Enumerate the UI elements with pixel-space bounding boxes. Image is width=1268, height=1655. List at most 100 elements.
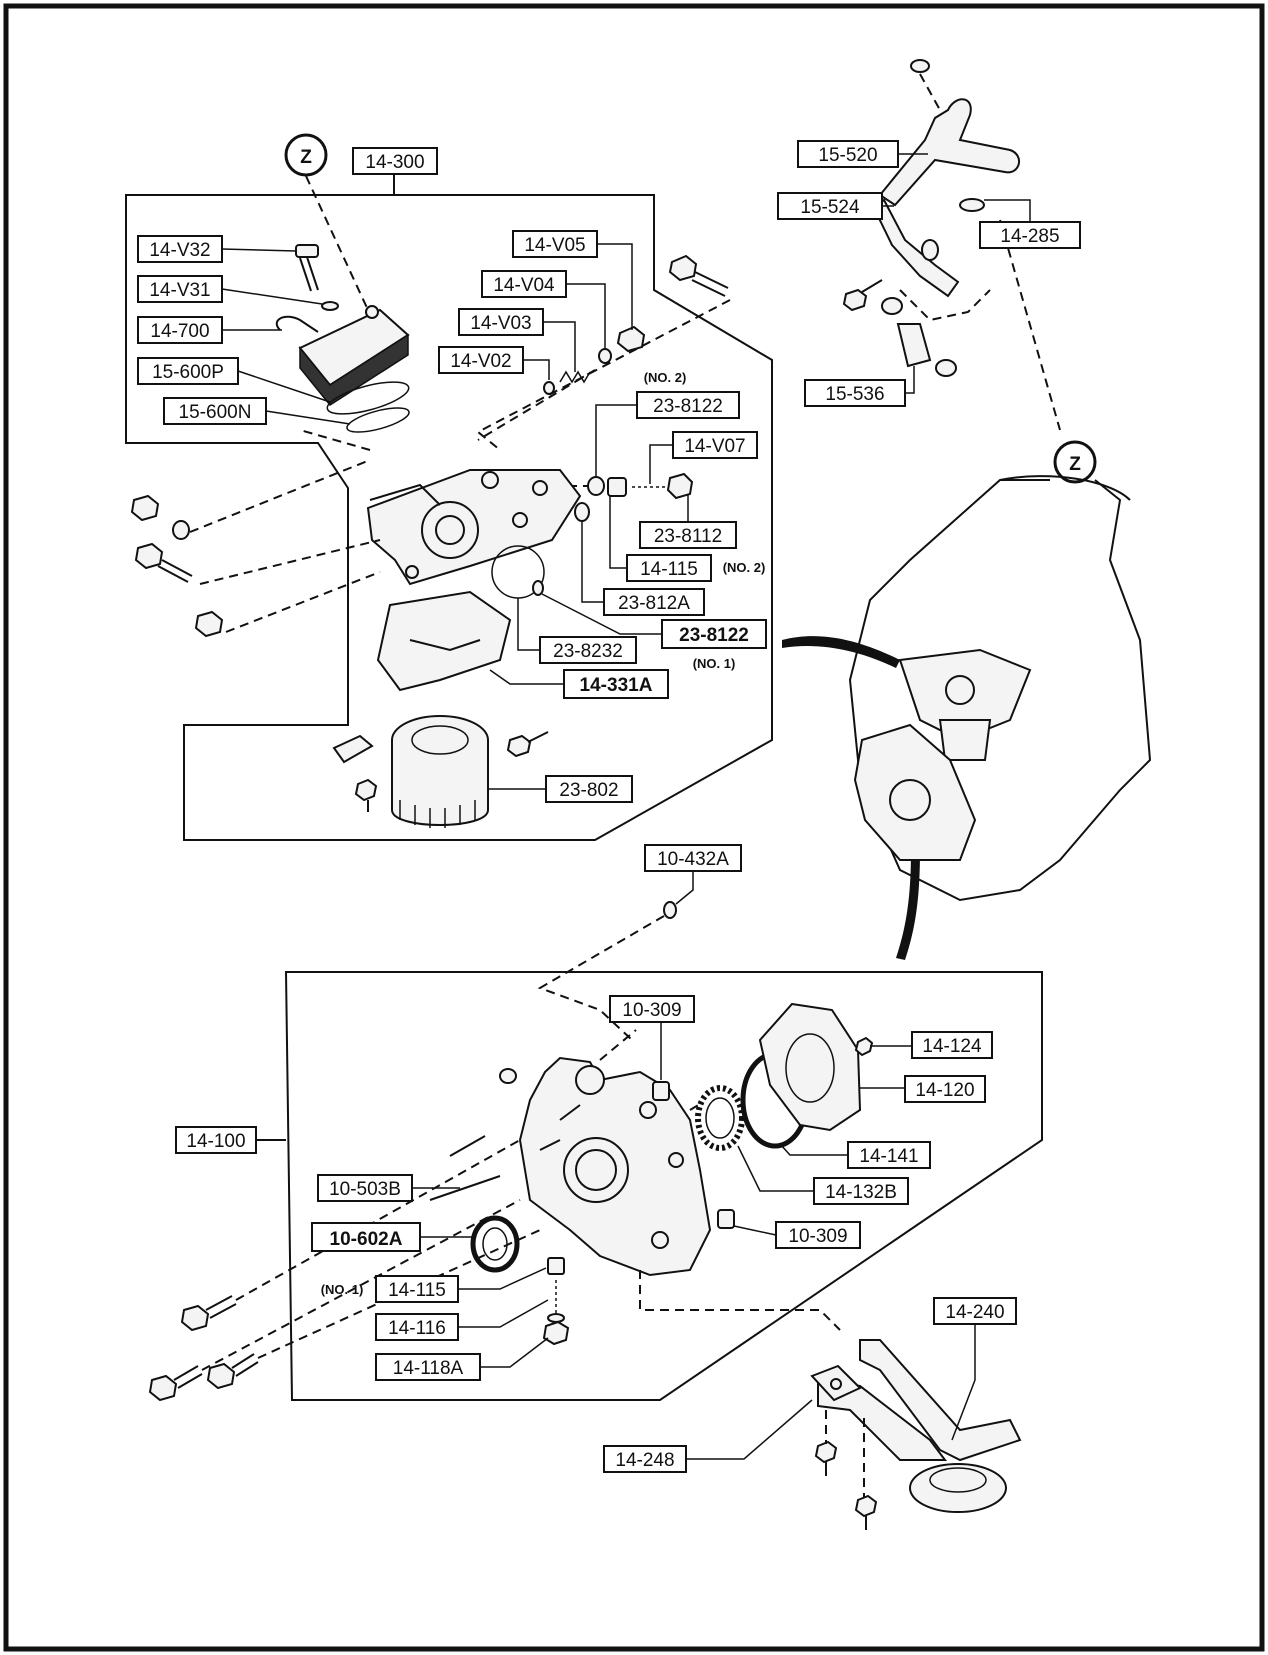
- label-14-115-top: 14-115: [609, 496, 712, 582]
- strainer-bolts: [814, 1440, 878, 1530]
- indicator-arrow-lower: [896, 850, 920, 960]
- group-outline-14-100: [284, 971, 1043, 1401]
- o-ring-15-600N: [346, 407, 410, 433]
- water-pipe-15-520: [878, 59, 1020, 207]
- label-14-240: 14-240: [933, 1297, 1017, 1441]
- o-ring-23-8122-no1: [532, 580, 544, 596]
- plug-14-118A: [542, 1313, 570, 1346]
- label-14-100-text: 14-100: [186, 1131, 245, 1152]
- label-14-115-top-text: 14-115: [640, 559, 698, 580]
- label-14-300: 14-300: [352, 147, 438, 175]
- label-14-V02-text: 14-V02: [450, 351, 511, 372]
- bolt-lower-left-2: [148, 1365, 203, 1402]
- label-14-141-text: 14-141: [859, 1146, 918, 1167]
- dash-hose: [899, 289, 991, 322]
- label-14-V04-text: 14-V04: [493, 275, 555, 296]
- label-14-331A-text: 14-331A: [580, 675, 653, 696]
- small-plug-left: [499, 1068, 517, 1084]
- oil-filter-23-802: [391, 715, 489, 828]
- gasket-14-285: [959, 198, 985, 212]
- oil-filter-housing: [366, 469, 582, 586]
- label-14-118A-text: 14-118A: [393, 1358, 464, 1379]
- label-14-V07-text: 14-V07: [684, 436, 745, 457]
- label-15-600N-text: 15-600N: [179, 402, 252, 423]
- o-ring-15-600P: [326, 381, 410, 415]
- label-14-V05: 14-V05: [512, 230, 633, 330]
- label-23-8232: 23-8232: [517, 598, 637, 664]
- label-23-8122-top: 23-8122: [595, 391, 740, 476]
- dash-bolt-to-housing: [476, 299, 731, 451]
- label-14-700: 14-700: [137, 316, 282, 344]
- engine-outline-top: [999, 475, 1131, 501]
- label-14-120: 14-120: [860, 1075, 986, 1103]
- label-10-432A-text: 10-432A: [657, 849, 729, 870]
- bolt-pipe: [842, 279, 883, 312]
- note-no2-top: (NO. 2): [644, 370, 687, 385]
- engine-installed-cover: [853, 723, 977, 861]
- label-14-285-text: 14-285: [1000, 226, 1059, 247]
- dash-10-432A: [537, 915, 665, 1041]
- label-23-8122-top-text: 23-8122: [653, 396, 723, 417]
- label-14-124: 14-124: [898, 1031, 993, 1059]
- group-outline-14-300: [125, 194, 773, 841]
- bolt-filter-side: [506, 731, 549, 758]
- dash-left-2: [199, 539, 381, 585]
- label-14-700-text: 14-700: [150, 321, 209, 342]
- z-marker-top: Z: [284, 133, 328, 177]
- bolt-lower-left-1: [180, 1295, 237, 1332]
- bolt-14-V32: [295, 244, 319, 292]
- label-14-V04: 14-V04: [481, 270, 606, 348]
- pipe-15-524: [872, 198, 960, 298]
- dowel-10-309-top: [652, 1081, 670, 1101]
- pump-plate-14-120: [758, 1002, 862, 1132]
- label-15-520: 15-520: [797, 140, 928, 168]
- label-14-V03-text: 14-V03: [470, 313, 531, 334]
- oil-strainer-14-240: [817, 1339, 1022, 1513]
- bracket-lower-left: [332, 734, 378, 812]
- label-14-331A: 14-331A: [489, 669, 669, 699]
- spring-14-V03: [559, 370, 591, 384]
- label-23-802: 23-802: [488, 775, 633, 803]
- bolt-upper-right: [668, 254, 729, 297]
- plug-23-8112: [666, 472, 694, 500]
- label-23-8112-text: 23-8112: [654, 526, 722, 547]
- label-14-V32-text: 14-V32: [149, 240, 210, 261]
- oil-seal-10-602A: [470, 1215, 520, 1273]
- label-23-8122-bottom: 23-8122: [541, 593, 767, 649]
- z-marker-top-text: Z: [300, 147, 312, 168]
- hose-15-536: [881, 297, 957, 377]
- note-no1-left: (NO. 1): [321, 1282, 364, 1297]
- screw-14-124: [854, 1036, 898, 1057]
- label-15-600P: 15-600P: [137, 357, 331, 403]
- label-14-132B-text: 14-132B: [825, 1182, 897, 1203]
- label-10-309-right: 10-309: [733, 1221, 861, 1249]
- label-14-100: 14-100: [175, 1126, 257, 1154]
- gasket-14-248: [810, 1364, 862, 1402]
- oil-pump-body-14-100: [518, 1056, 712, 1277]
- o-ring-23-8122-no2: [587, 476, 605, 496]
- relief-valve-14-115-no1: [547, 1257, 565, 1275]
- cover-14-331A: [376, 590, 512, 692]
- label-14-115-bottom: 14-115: [375, 1267, 547, 1303]
- label-15-600P-text: 15-600P: [152, 362, 224, 383]
- label-23-8232-text: 23-8232: [553, 641, 623, 662]
- o-ring-10-432A: [663, 901, 677, 919]
- pins-10-503B: [429, 1135, 501, 1201]
- label-14-V32: 14-V32: [137, 235, 297, 263]
- label-14-V03: 14-V03: [458, 308, 576, 372]
- label-14-V07: 14-V07: [649, 431, 758, 484]
- dash-left-1: [189, 459, 371, 533]
- label-14-240-text: 14-240: [945, 1302, 1004, 1323]
- valve-14-115-no2: [607, 477, 627, 497]
- dash-lower-2: [201, 1199, 521, 1371]
- label-15-600N: 15-600N: [163, 397, 351, 425]
- label-15-524: 15-524: [777, 192, 894, 220]
- z-marker-right-text: Z: [1069, 454, 1081, 475]
- dash-plug-line: [477, 369, 596, 441]
- label-23-8122-bottom-text: 23-8122: [679, 625, 749, 646]
- washer-14-V31: [321, 301, 339, 311]
- z-marker-right: Z: [1053, 440, 1097, 484]
- dash-z-right: [999, 219, 1061, 431]
- label-10-432A: 10-432A: [644, 844, 742, 905]
